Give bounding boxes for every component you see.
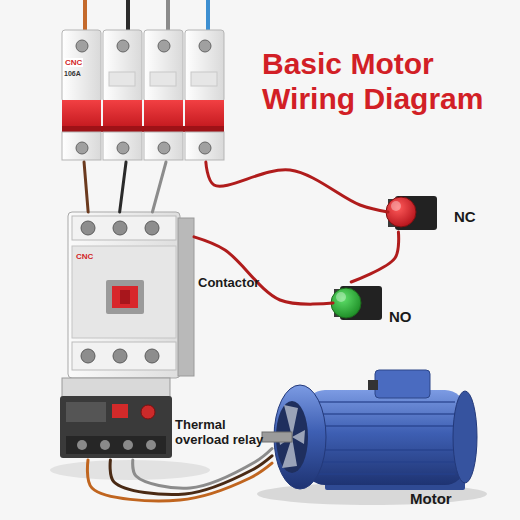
part-label: Contactor — [198, 276, 259, 291]
electric-motor-part — [453, 391, 477, 483]
circuit-breaker — [62, 30, 224, 160]
nc-push-button — [386, 196, 437, 230]
circuit-breaker-part — [62, 126, 224, 132]
wire-group — [120, 162, 126, 212]
circuit-breaker-part — [185, 100, 224, 130]
overload-relay — [60, 378, 172, 458]
wire — [133, 449, 272, 489]
electric-motor — [262, 370, 477, 490]
shadow-part — [50, 460, 210, 480]
circuit-breaker-part — [144, 100, 183, 130]
nc-push-button-part — [391, 201, 401, 211]
electric-motor-part — [305, 390, 465, 485]
circuit-breaker-part — [117, 142, 129, 154]
overload-relay-part — [146, 440, 156, 450]
contactor-part — [145, 349, 159, 363]
circuit-breaker-part — [103, 100, 142, 130]
part-label: Thermal overload relay — [175, 418, 275, 448]
circuit-breaker-part — [76, 40, 88, 52]
circuit-breaker-part — [103, 132, 142, 160]
wire — [152, 162, 166, 212]
overload-relay-part — [112, 404, 128, 418]
contactor-part — [145, 221, 159, 235]
brand-label: CNC — [76, 252, 93, 261]
contactor-part — [113, 349, 127, 363]
overload-relay-part — [141, 405, 155, 419]
contactor: CNCContactor — [68, 212, 194, 378]
wire-group — [84, 162, 88, 212]
wire-group — [206, 162, 388, 212]
contactor-part — [68, 212, 180, 378]
contactor-part — [112, 286, 138, 308]
wire-group — [194, 237, 333, 304]
button-label: NC — [454, 208, 476, 225]
wire-group — [133, 449, 272, 489]
nc-button: NC — [388, 192, 440, 232]
wire — [120, 162, 126, 212]
no-button: NO — [333, 282, 385, 324]
circuit-breaker: CNC 106A — [58, 28, 226, 162]
motor: Motor — [272, 368, 472, 490]
no-push-button — [331, 286, 382, 320]
circuit-breaker-part — [117, 40, 129, 52]
part-label: Motor — [410, 490, 452, 507]
circuit-breaker-part — [150, 72, 176, 86]
overload-relay-part — [100, 440, 110, 450]
circuit-breaker-part — [185, 30, 224, 102]
contactor-part — [81, 349, 95, 363]
contactor-part — [113, 221, 127, 235]
overload-relay: Thermal overload relay — [60, 378, 172, 460]
overload-relay-part — [66, 402, 106, 422]
circuit-breaker-part — [62, 30, 101, 102]
contactor-part — [81, 221, 95, 235]
circuit-breaker-part — [158, 142, 170, 154]
circuit-breaker-part — [199, 40, 211, 52]
no-push-button-part — [336, 292, 346, 302]
contactor-part — [178, 218, 194, 376]
circuit-breaker-part — [185, 132, 224, 160]
wire — [351, 232, 398, 282]
electric-motor-part — [368, 380, 378, 390]
circuit-breaker-part — [62, 100, 101, 130]
electric-motor-part — [262, 432, 292, 442]
circuit-breaker-part — [76, 142, 88, 154]
nc-push-button-part — [386, 197, 416, 227]
wire-group — [152, 162, 166, 212]
contactor-part — [106, 280, 144, 314]
contactor-part — [72, 216, 176, 240]
wire — [194, 237, 333, 304]
wire — [84, 162, 88, 212]
electric-motor-part — [375, 370, 430, 398]
rating-label: 106A — [64, 70, 81, 78]
diagram-title: Basic Motor Wiring Diagram — [262, 46, 502, 116]
circuit-breaker-part — [191, 72, 217, 86]
circuit-breaker-part — [199, 142, 211, 154]
electric-motor-part — [318, 402, 455, 474]
contactor-part — [120, 290, 130, 304]
wire — [206, 162, 388, 212]
wire-group — [351, 232, 398, 282]
circuit-breaker-part — [144, 132, 183, 160]
circuit-breaker-part — [109, 72, 135, 86]
brand-label: CNC — [64, 58, 83, 67]
circuit-breaker-part — [144, 30, 183, 102]
contactor-part — [72, 342, 176, 370]
circuit-breaker-part — [103, 30, 142, 102]
overload-relay-part — [77, 440, 87, 450]
overload-relay-part — [66, 436, 166, 454]
overload-relay-part — [123, 440, 133, 450]
circuit-breaker-part — [158, 40, 170, 52]
circuit-breaker-part — [62, 132, 101, 160]
contactor-part — [72, 246, 176, 338]
overload-relay-part — [62, 378, 170, 398]
button-label: NO — [389, 308, 412, 325]
no-push-button-part — [331, 288, 361, 318]
contactor — [68, 212, 194, 378]
overload-relay-part — [60, 396, 172, 458]
